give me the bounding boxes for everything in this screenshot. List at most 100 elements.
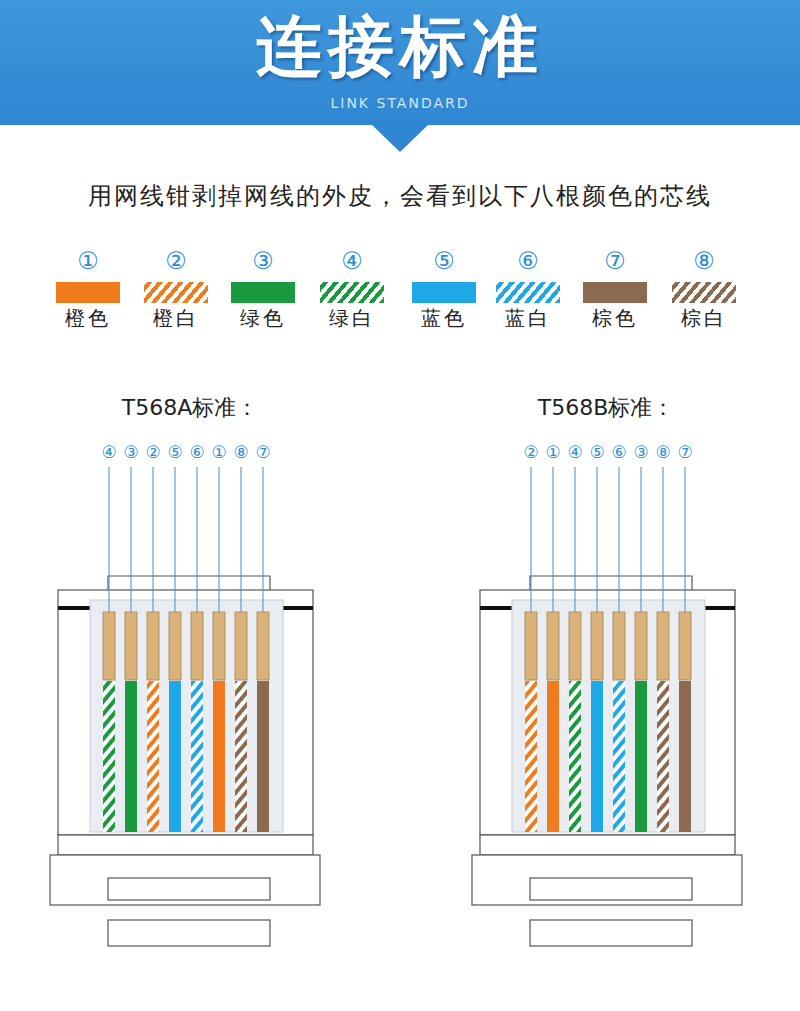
- callout-number: ③: [123, 443, 138, 463]
- callout-number: ⑧: [233, 443, 248, 463]
- legend-text: 橙白: [153, 307, 199, 330]
- plug-neck: [480, 835, 735, 855]
- callout-number: ⑦: [677, 443, 692, 463]
- plug-edge: [480, 606, 512, 610]
- gold-contact: [235, 612, 247, 680]
- wire: [257, 681, 269, 832]
- wire: [125, 681, 137, 832]
- page-title: 连接标准: [256, 9, 544, 85]
- color-swatch: [56, 282, 120, 303]
- gold-contact: [125, 612, 137, 680]
- callout-number: ⑥: [611, 443, 626, 463]
- gold-contact: [635, 612, 647, 680]
- color-swatch: [144, 282, 208, 303]
- leader-line: [575, 467, 576, 612]
- wire: [169, 681, 181, 832]
- rj45-plug: [472, 467, 742, 946]
- plug-top: [530, 576, 692, 590]
- callout-number: ⑧: [693, 248, 715, 276]
- wire: [679, 681, 691, 832]
- callout-number: ②: [523, 443, 538, 463]
- callout-number: ①: [545, 443, 560, 463]
- wire: [657, 681, 669, 832]
- leader-line: [641, 467, 642, 612]
- leader-line: [175, 467, 176, 612]
- leader-line: [663, 467, 664, 612]
- callout-number: ②: [165, 248, 187, 276]
- leader-line: [597, 467, 598, 612]
- callout-number: ⑦: [604, 248, 626, 276]
- instruction: 用网线钳剥掉网线的外皮，会看到以下八根颜色的芯线: [88, 183, 712, 211]
- callout-number: ⑤: [167, 443, 182, 463]
- legend-text: 绿色: [240, 307, 286, 330]
- gold-contact: [569, 612, 581, 680]
- wire: [235, 681, 247, 832]
- leader-line: [263, 467, 264, 612]
- leader-line: [197, 467, 198, 612]
- callout-number: ⑦: [255, 443, 270, 463]
- plug-boot: [472, 855, 742, 905]
- color-swatch: [412, 282, 476, 303]
- plug-window: [512, 600, 705, 832]
- plug-tail: [108, 920, 270, 946]
- plug-body: [480, 590, 735, 835]
- leader-line: [531, 467, 532, 612]
- plug-edge: [703, 606, 735, 610]
- gold-contact: [147, 612, 159, 680]
- plug-slot: [530, 878, 692, 900]
- leader-line: [685, 467, 686, 612]
- gold-contact: [591, 612, 603, 680]
- color-swatch: [320, 282, 384, 303]
- plug-edge: [281, 606, 313, 610]
- gold-contact: [191, 612, 203, 680]
- gold-contact: [613, 612, 625, 680]
- gold-contact: [525, 612, 537, 680]
- legend-text: 绿白: [329, 307, 375, 330]
- color-swatch: [496, 282, 560, 303]
- color-swatch: [583, 282, 647, 303]
- plug-top: [108, 576, 270, 590]
- plug-body: [58, 590, 313, 835]
- callout-number: ⑧: [655, 443, 670, 463]
- gold-contact: [169, 612, 181, 680]
- wire: [525, 681, 537, 832]
- gold-contact: [547, 612, 559, 680]
- leader-line: [553, 467, 554, 612]
- wire: [613, 681, 625, 832]
- gold-contact: [213, 612, 225, 680]
- callout-number: ④: [341, 248, 363, 276]
- plug-neck: [58, 835, 313, 855]
- plug-tail: [530, 920, 692, 946]
- callout-number: ④: [567, 443, 582, 463]
- gold-contact: [103, 612, 115, 680]
- plug-window: [90, 600, 283, 832]
- callout-number: ③: [252, 248, 274, 276]
- rj45-plug: [50, 467, 320, 946]
- plug-slot: [108, 878, 270, 900]
- leader-line: [241, 467, 242, 612]
- plug-edge: [58, 606, 90, 610]
- standard-heading: T568A标准：: [122, 395, 258, 420]
- leader-line: [619, 467, 620, 612]
- callout-number: ①: [77, 248, 99, 276]
- callout-number: ⑤: [433, 248, 455, 276]
- wire: [213, 681, 225, 832]
- standard-heading: T568B标准：: [538, 395, 675, 420]
- leader-line: [131, 467, 132, 612]
- callout-number: ⑤: [589, 443, 604, 463]
- wire: [191, 681, 203, 832]
- wire: [635, 681, 647, 832]
- plug-boot: [50, 855, 320, 905]
- leader-line: [219, 467, 220, 612]
- wire: [547, 681, 559, 832]
- gold-contact: [679, 612, 691, 680]
- callout-number: ②: [145, 443, 160, 463]
- leader-line: [153, 467, 154, 612]
- header-pointer: [372, 125, 428, 152]
- wire: [569, 681, 581, 832]
- wire: [147, 681, 159, 832]
- legend-text: 棕白: [681, 307, 727, 330]
- header-band: [0, 0, 800, 125]
- gold-contact: [257, 612, 269, 680]
